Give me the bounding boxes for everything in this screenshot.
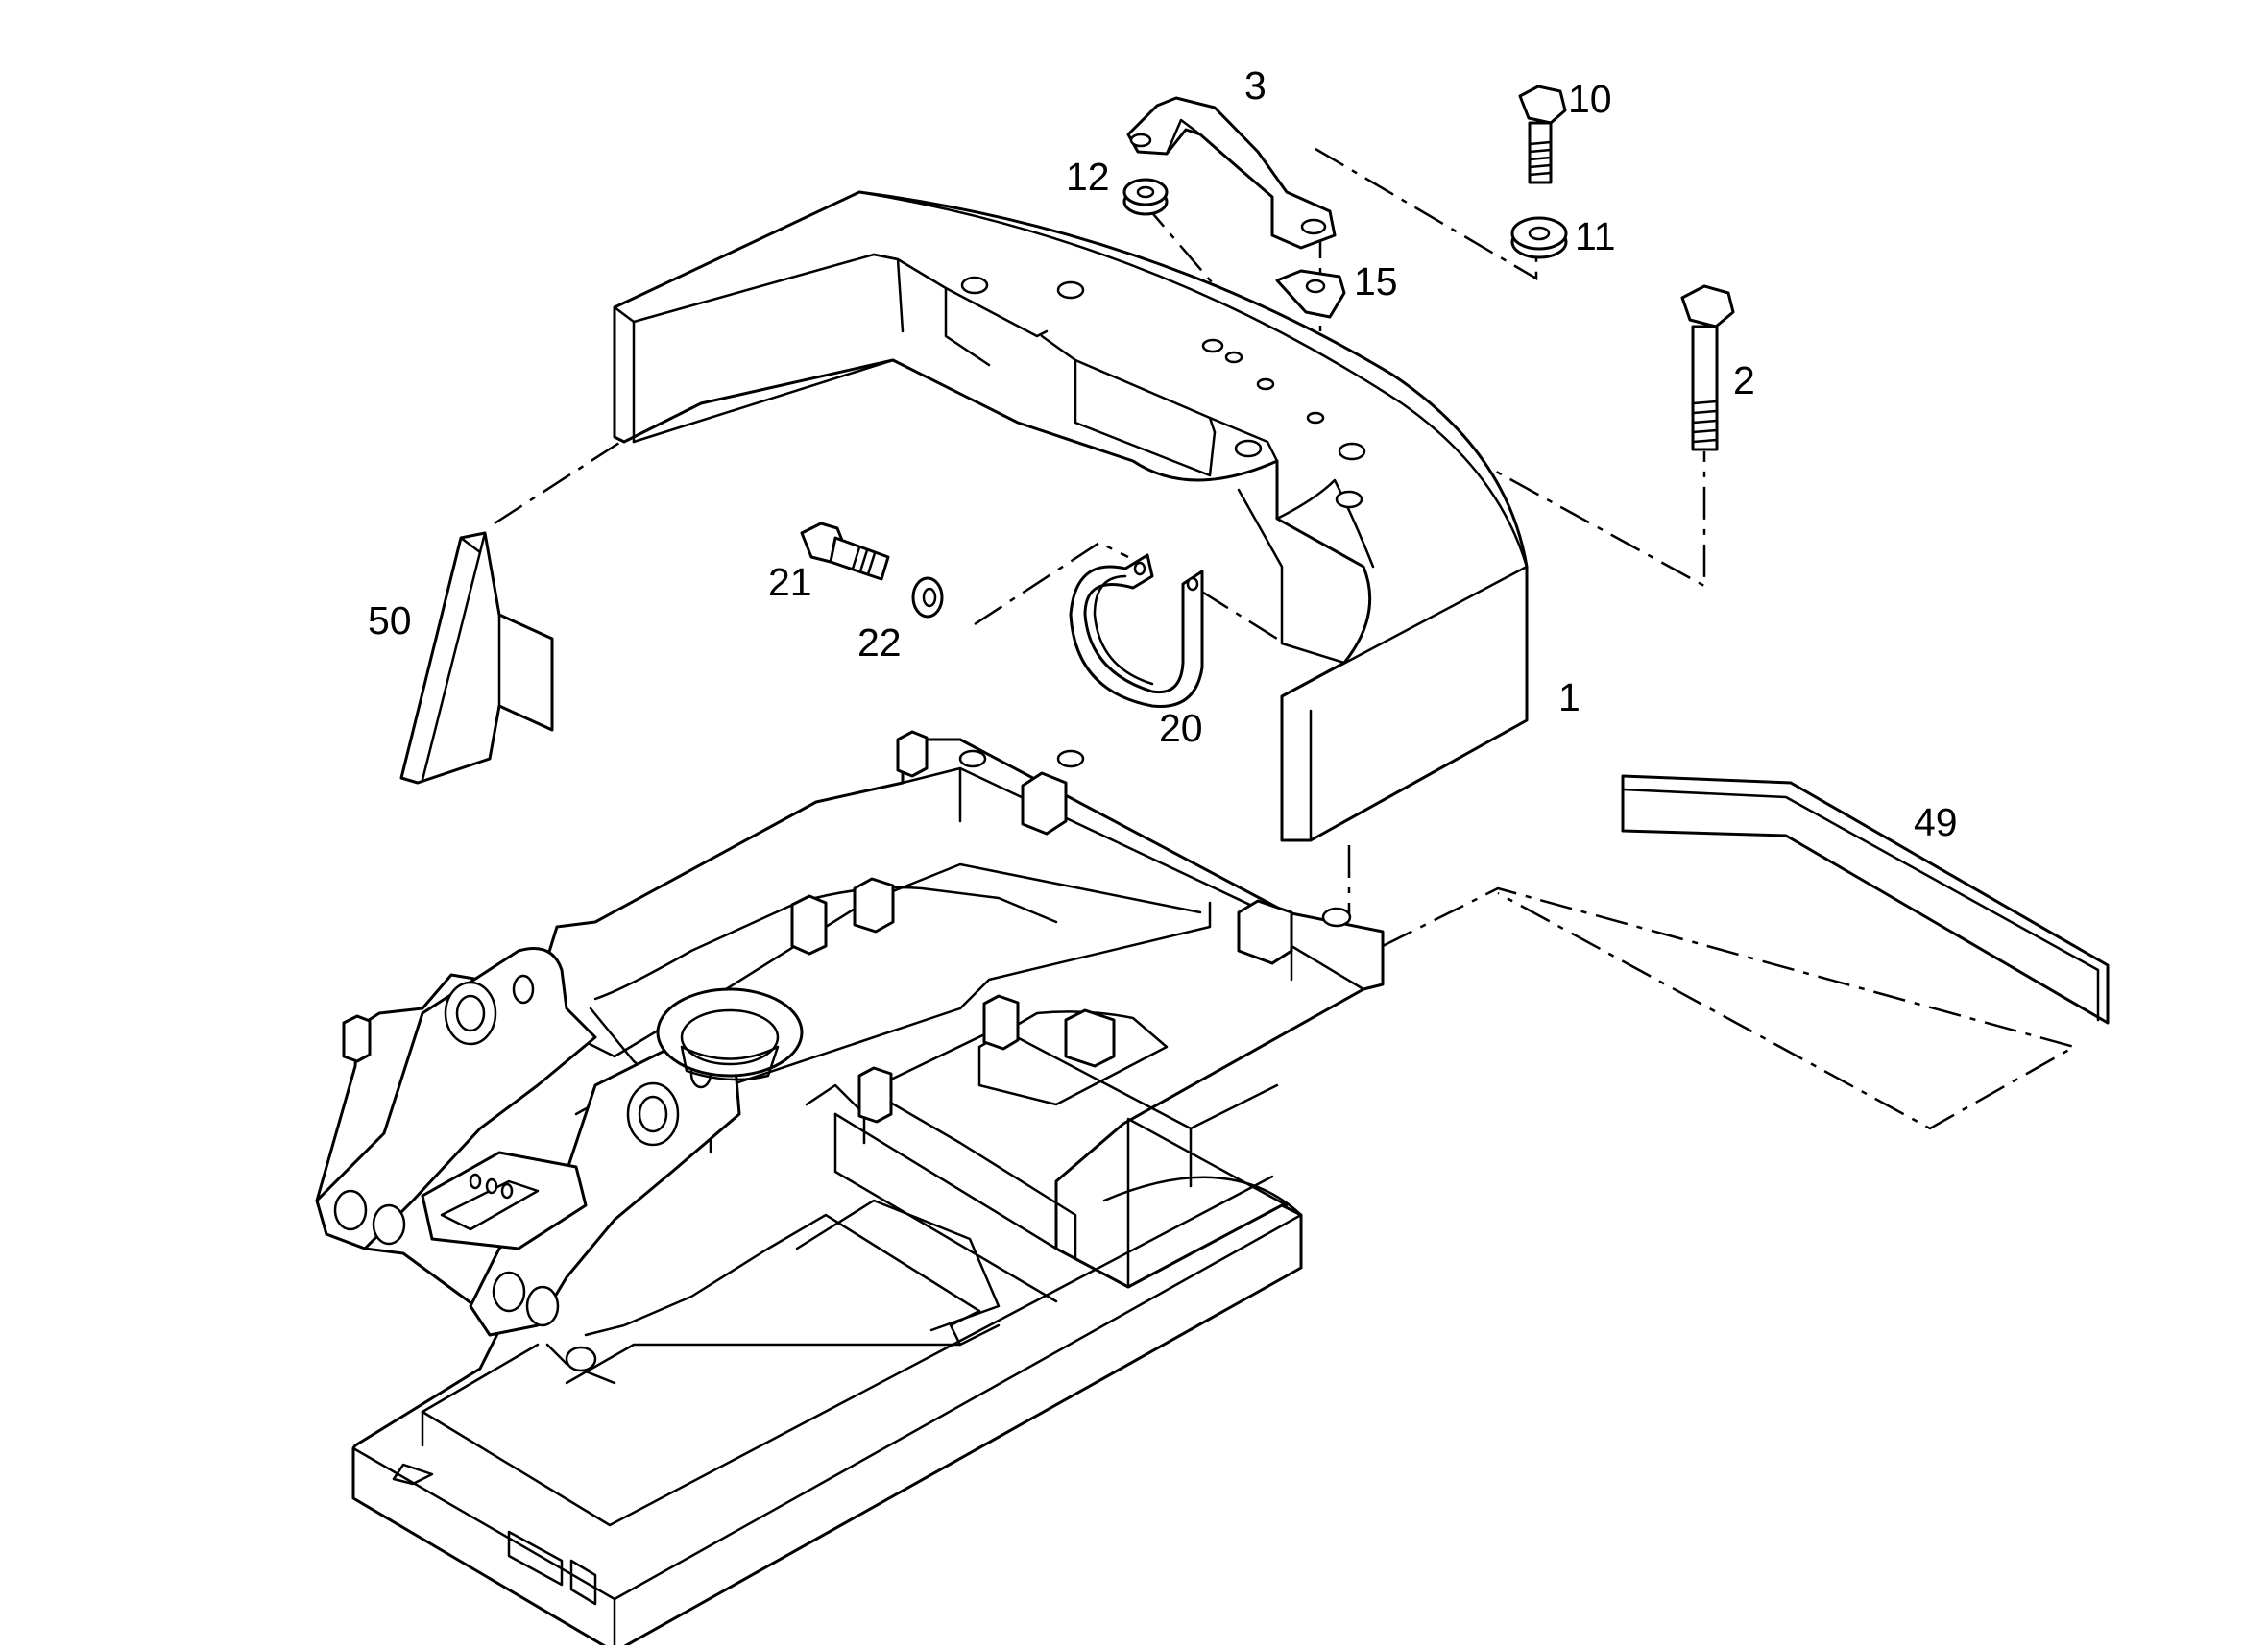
callout-50: 50 [368, 598, 412, 643]
plate-part-50 [399, 531, 554, 785]
plate-part-15 [1275, 269, 1346, 319]
frame-blocks [342, 730, 1293, 1124]
callout-21: 21 [768, 560, 812, 604]
callout-49: 49 [1914, 800, 1958, 844]
callout-11: 11 [1575, 214, 1616, 258]
callout-10: 10 [1568, 77, 1612, 121]
bolt-part-10 [1518, 85, 1567, 184]
callout-15: 15 [1354, 259, 1398, 303]
slewing-ring [656, 987, 804, 1081]
callout-1: 1 [1558, 675, 1580, 719]
washer-part-22 [911, 576, 944, 619]
washer-part-12 [1122, 178, 1169, 216]
callout-3: 3 [1244, 63, 1267, 108]
callout-labels: 3 10 12 11 15 2 21 50 22 1 20 49 [368, 63, 1958, 844]
callout-20: 20 [1159, 706, 1203, 750]
boom-mount-brackets [315, 947, 741, 1337]
callout-2: 2 [1733, 358, 1755, 402]
clamp-part-20 [1069, 553, 1204, 708]
upper-frame [315, 738, 1385, 1650]
handle-part-3 [1126, 96, 1337, 250]
control-box [421, 749, 1352, 1372]
callout-22: 22 [857, 620, 902, 665]
counterweight-part-1 [613, 190, 1529, 842]
callout-12: 12 [1066, 155, 1110, 199]
strip-part-49 [1621, 774, 2110, 1025]
washer-part-11 [1510, 216, 1568, 259]
bolt-part-2 [1680, 284, 1735, 451]
bolt-part-21 [800, 522, 890, 581]
